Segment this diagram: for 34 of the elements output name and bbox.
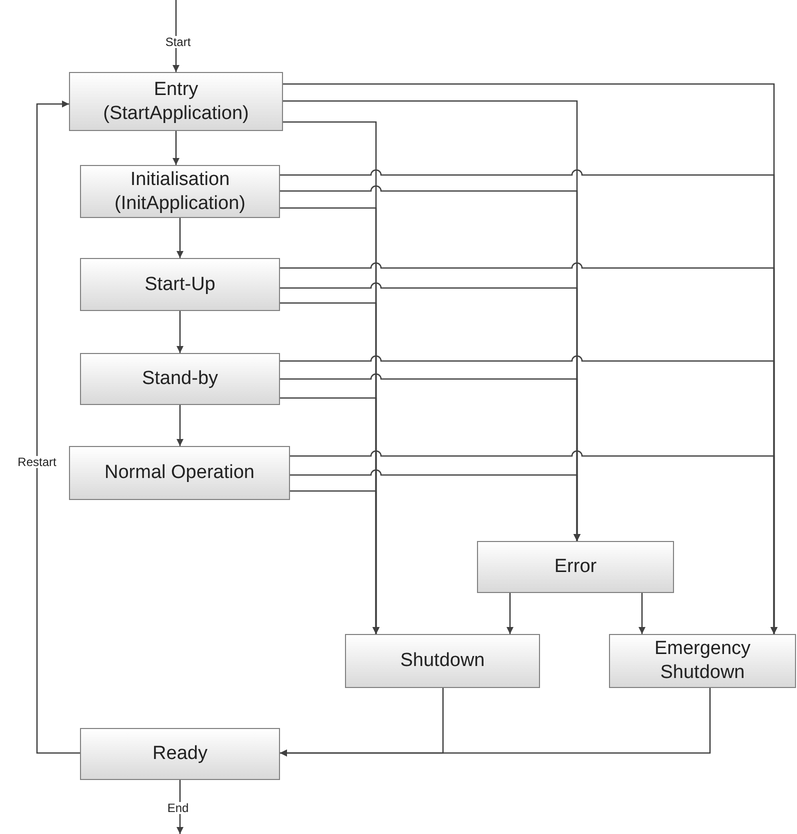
state-label: Entry (154, 78, 198, 102)
arrow (280, 688, 711, 756)
state-box (69, 446, 290, 500)
state-label: Shutdown (400, 649, 485, 673)
arrow (176, 405, 184, 446)
state-box (80, 258, 280, 311)
state-box (345, 634, 540, 688)
edge-label: End (165, 802, 191, 814)
state-box (609, 634, 796, 688)
state-label: Initialisation (130, 168, 230, 192)
state-box (80, 728, 280, 780)
arrow (176, 218, 184, 258)
arrow (172, 131, 180, 165)
state-label: Ready (152, 742, 208, 766)
arrow (638, 593, 646, 634)
state-label: Start-Up (144, 272, 216, 296)
state-box (69, 72, 283, 131)
state-label: Emergency Shutdown (653, 637, 752, 685)
arrow (36, 100, 80, 754)
edge-label: Restart (16, 456, 58, 468)
arrow (176, 311, 184, 353)
arrow (290, 470, 580, 541)
state-label: Error (554, 555, 597, 579)
arrow (506, 593, 514, 634)
state-label: Stand-by (142, 367, 218, 391)
state-label: (InitApplication) (114, 192, 246, 216)
edge-label: Start (163, 36, 193, 48)
state-label: Normal Operation (104, 461, 254, 485)
state-box (477, 541, 674, 593)
state-box (80, 353, 280, 405)
arrow (290, 450, 778, 634)
state-label: (StartApplication) (103, 102, 249, 126)
state-box (80, 165, 280, 218)
arrow (290, 490, 380, 634)
